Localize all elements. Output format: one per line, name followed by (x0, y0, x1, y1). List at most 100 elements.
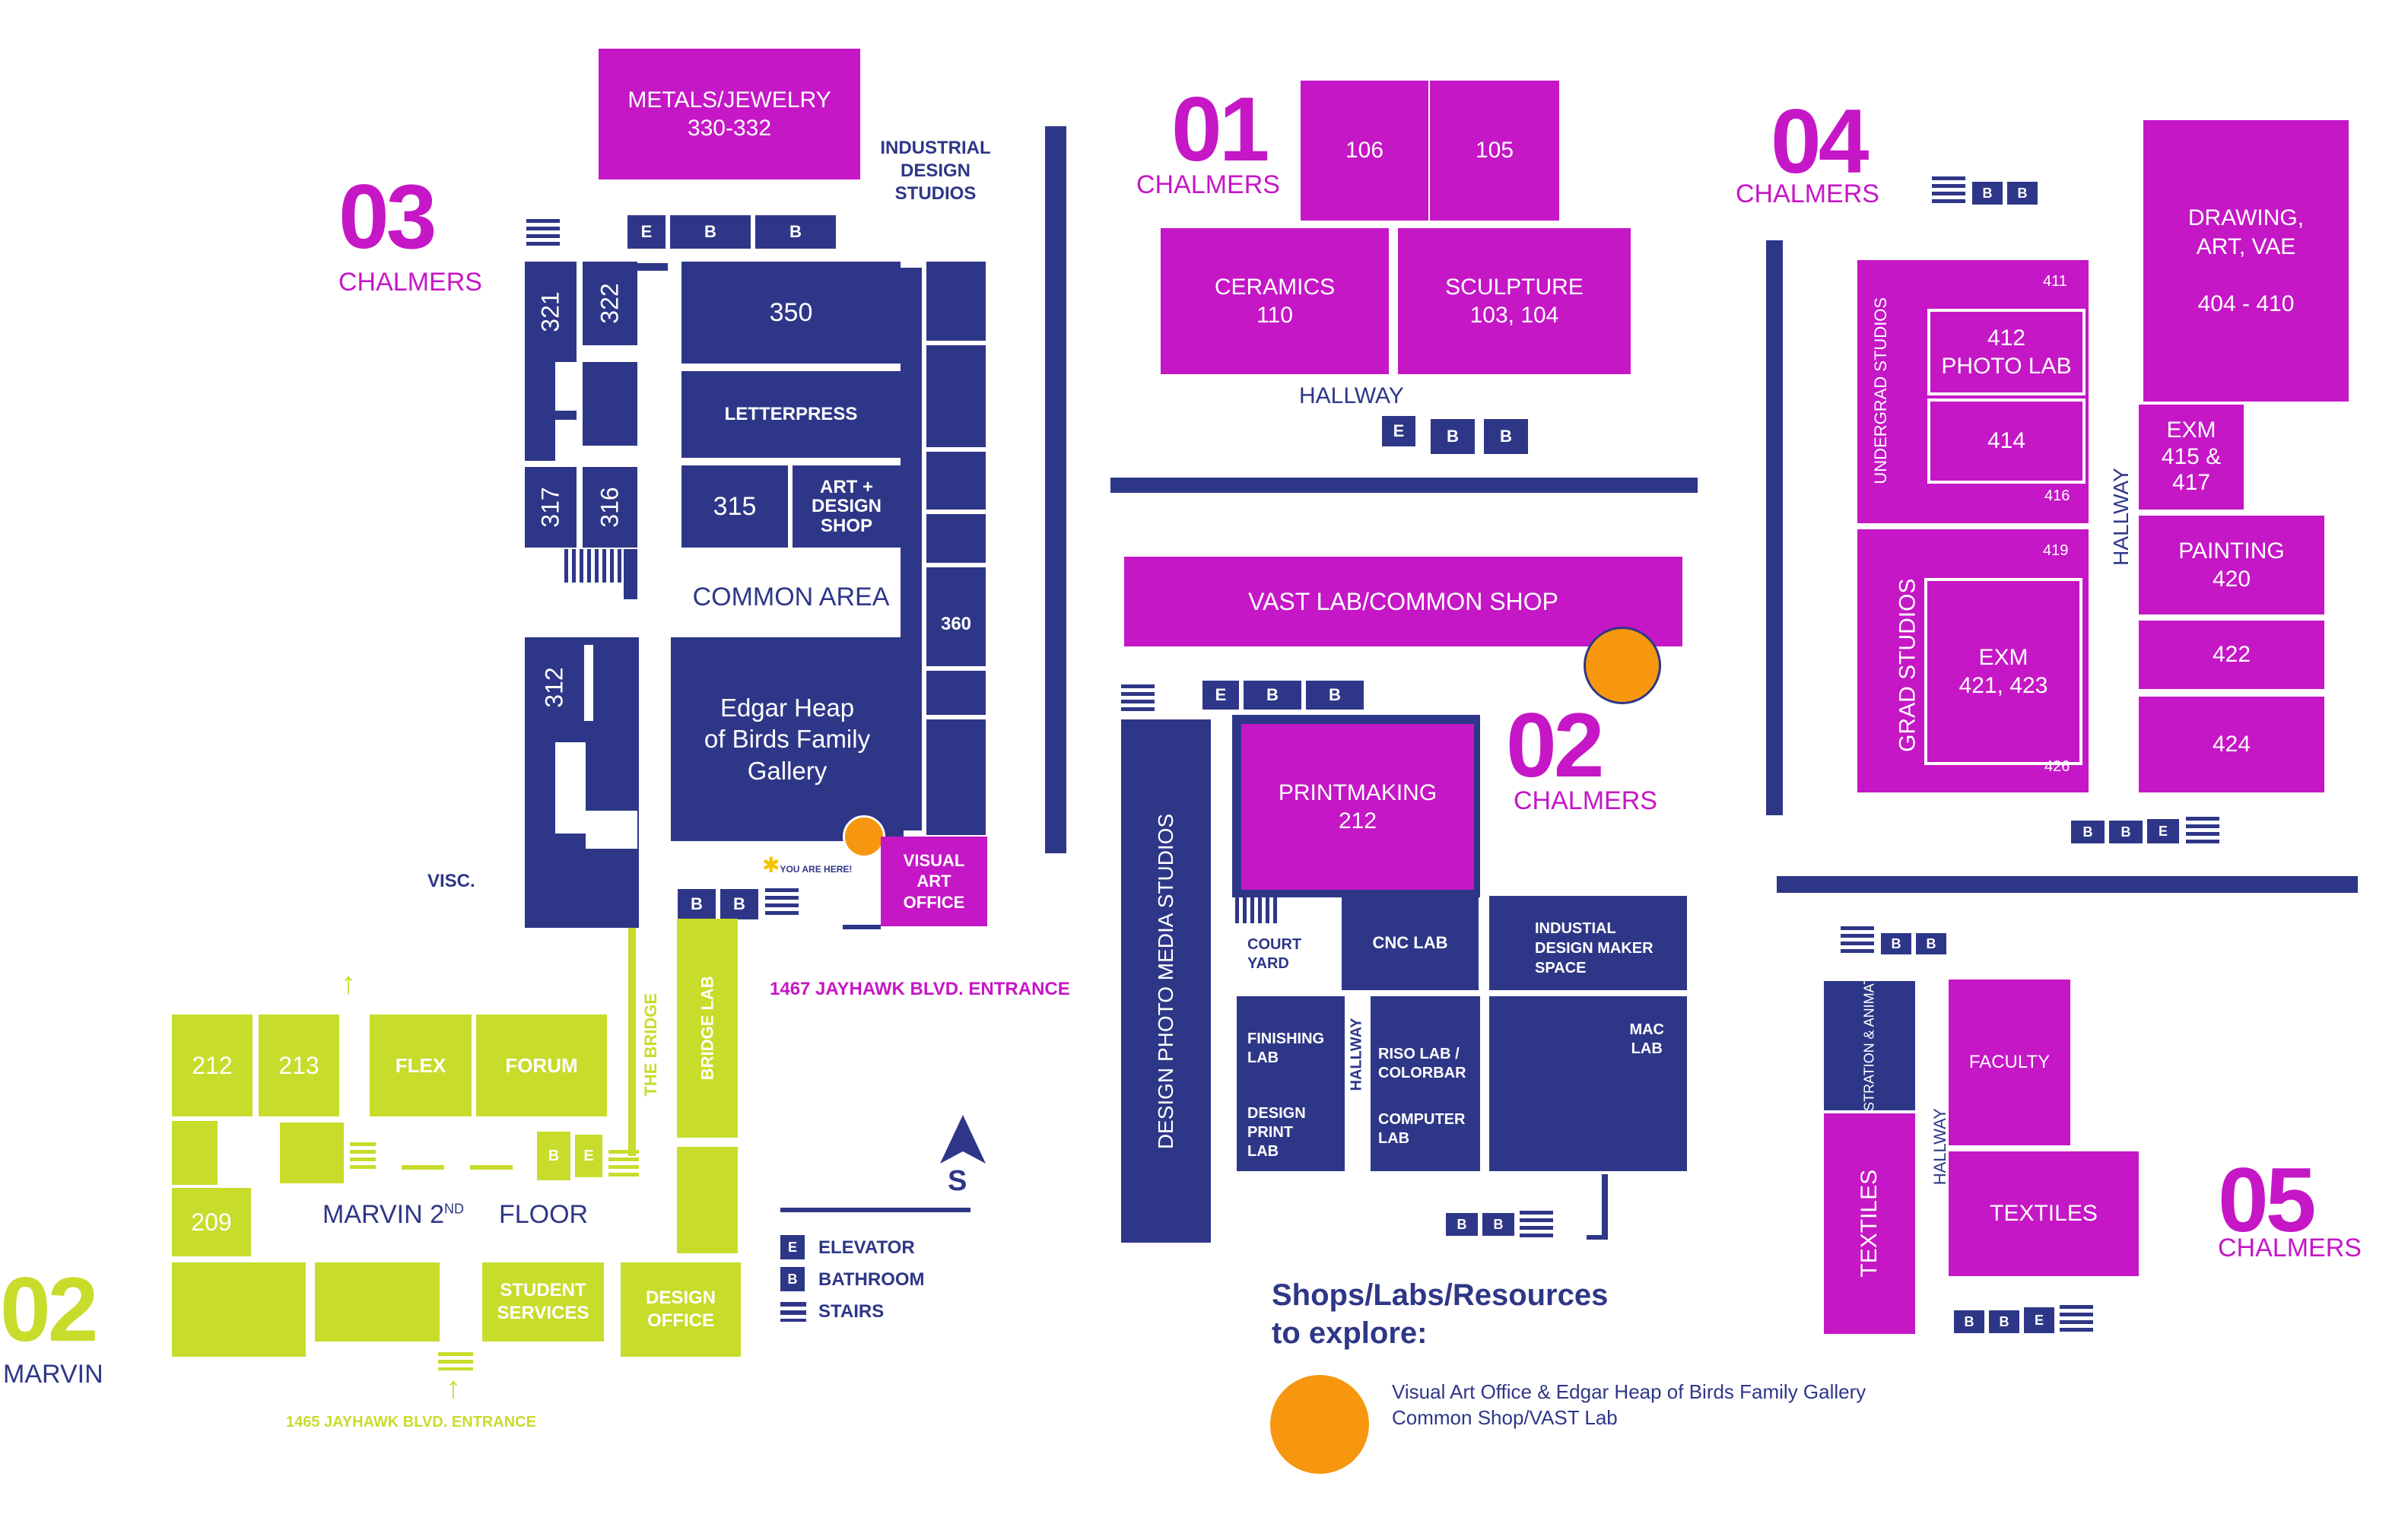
marvin-bottom-left[interactable] (172, 1262, 306, 1357)
room-printmaking[interactable]: PRINTMAKING 212 (1241, 724, 1474, 890)
room-316-label: 316 (596, 487, 624, 528)
wall (843, 925, 881, 929)
stairs-icon (1121, 684, 1155, 715)
resources-title: Shops/Labs/Resources to explore: (1272, 1278, 1609, 1350)
room-424[interactable]: 424 (2139, 697, 2324, 792)
room-metals-jewelry[interactable]: METALS/JEWELRY 330-332 (599, 49, 860, 179)
room-321[interactable]: 321 (525, 262, 577, 362)
bathroom-icon: B (1482, 417, 1530, 456)
stairs-icon (2186, 817, 2219, 847)
wall (628, 928, 636, 1156)
room-textiles-vertical[interactable]: TEXTILES (1824, 1113, 1915, 1334)
room-textiles[interactable]: TEXTILES (1949, 1151, 2139, 1276)
wall (1777, 876, 2358, 893)
room-painting-420[interactable]: PAINTING 420 (2139, 516, 2324, 614)
room-sculpture[interactable]: SCULPTURE 103, 104 (1398, 228, 1631, 374)
room-316[interactable]: 316 (583, 467, 637, 548)
undergrad-label: UNDERGRAD STUDIOS (1871, 297, 1891, 484)
room-419-label: 419 (2043, 542, 2069, 559)
room-vast-lab-common-shop[interactable]: VAST LAB/COMMON SHOP (1124, 557, 1682, 646)
building-03-name: CHALMERS (338, 268, 482, 297)
marvin-design-office[interactable]: DESIGN OFFICE (621, 1262, 741, 1357)
the-bridge-label: THE BRIDGE (641, 992, 661, 1097)
room-drawing-art-vae[interactable]: DRAWING, ART, VAE 404 - 410 (2143, 120, 2349, 402)
room-faculty[interactable]: FACULTY (1949, 980, 2070, 1145)
legend-elevator-icon: E (780, 1235, 805, 1259)
room-art-design-shop[interactable]: ART + DESIGN SHOP (793, 465, 901, 548)
room-illustration-animation[interactable]: ILLUSTRATION & ANIMATION (1824, 951, 1915, 1140)
legend-elevator-label: ELEVATOR (818, 1237, 915, 1258)
room-cnc-lab[interactable]: CNC LAB (1342, 896, 1479, 990)
label-common-area: COMMON AREA (692, 583, 890, 611)
room-414[interactable]: 414 (1927, 399, 2086, 484)
room-exm-421-423[interactable]: EXM 421, 423 (1924, 578, 2082, 765)
room-unlabeled[interactable] (583, 362, 637, 446)
wall-divider (926, 510, 986, 514)
room-322-label: 322 (596, 283, 624, 324)
illustration-label: ILLUSTRATION & ANIMATION (1861, 951, 1877, 1140)
gallery[interactable]: Edgar Heap of Birds Family Gallery (671, 637, 904, 841)
wall (525, 411, 577, 420)
legend-bathroom-icon: B (780, 1267, 805, 1291)
stairs-icon (1841, 926, 1874, 957)
room-ceramics[interactable]: CERAMICS 110 (1161, 228, 1389, 374)
marvin-room-flex[interactable]: FLEX (370, 1015, 472, 1116)
stairs-icon (2060, 1305, 2093, 1335)
entrance-1467-label: 1467 JAYHAWK BLVD. ENTRANCE (770, 979, 1070, 999)
room-riso-lab[interactable]: RISO LAB / COLORBAR (1371, 996, 1480, 1171)
marvin-room-213[interactable]: 213 (259, 1015, 339, 1116)
room-315[interactable]: 315 (681, 465, 788, 548)
marvin-room-209[interactable]: 209 (172, 1188, 251, 1256)
marvin-room-212[interactable]: 212 (172, 1015, 253, 1116)
marvin-bottom-mid[interactable] (315, 1262, 440, 1342)
building-01-name: CHALMERS (1136, 170, 1280, 199)
room-317-label: 317 (536, 487, 564, 528)
elevator-icon: E (625, 213, 668, 251)
resources-line-2: Common Shop/VAST Lab (1392, 1406, 1618, 1429)
room-finishing-lab[interactable]: FINISHING LAB (1237, 996, 1345, 1171)
room-exm-415-417[interactable]: EXM 415 & 417 (2139, 405, 2244, 510)
marvin-student-services[interactable]: STUDENT SERVICES (482, 1262, 604, 1342)
wall (402, 1165, 444, 1170)
room-422[interactable]: 422 (2139, 621, 2324, 689)
resources-line-1: Visual Art Office & Edgar Heap of Birds … (1392, 1380, 1866, 1403)
marvin-left-block[interactable] (172, 1121, 218, 1185)
room-416-label: 416 (2044, 487, 2070, 504)
room-106[interactable]: 106 (1301, 81, 1428, 221)
maker-space-label: INDUSTIAL DESIGN MAKER SPACE (1535, 920, 1654, 976)
room-317[interactable]: 317 (525, 467, 577, 548)
room-mac-lab[interactable]: MAC LAB (1489, 996, 1687, 1171)
orange-resource-dot (843, 815, 885, 858)
marvin-small-room[interactable] (280, 1122, 344, 1183)
stairs-icon (1235, 897, 1278, 923)
room-350[interactable]: 350 (681, 262, 901, 364)
room-105[interactable]: 105 (1430, 81, 1559, 221)
room-360-corridor[interactable] (926, 262, 986, 835)
courtyard-label: COURT YARD (1247, 936, 1302, 972)
finishing-lab-label: FINISHING LAB (1247, 1030, 1325, 1066)
stairs-icon (1932, 176, 1965, 207)
room-visual-art-office[interactable]: VISUAL ART OFFICE (881, 837, 987, 926)
bathroom-icon: B (1914, 931, 1949, 957)
wall (624, 549, 637, 599)
wall (470, 1165, 513, 1170)
marvin-bridge-lab[interactable]: BRIDGE LAB (677, 919, 738, 1138)
wall-divider (926, 341, 986, 345)
hallway-05-label: HALLWAY (1930, 1108, 1949, 1186)
marvin-right-corridor[interactable] (677, 1147, 738, 1253)
label-hallway-01: HALLWAY (1299, 383, 1404, 408)
room-letterpress[interactable]: LETTERPRESS (681, 371, 901, 458)
design-photo-media-studios[interactable]: DESIGN PHOTO MEDIA STUDIOS (1121, 719, 1211, 1243)
marvin-02-number: 02 (0, 1259, 98, 1361)
legend-stairs-label: STAIRS (818, 1301, 885, 1322)
compass-arrow-icon (940, 1115, 986, 1164)
room-322[interactable]: 322 (583, 262, 637, 345)
bathroom-icon: B (2107, 818, 2145, 846)
room-412-photo-lab[interactable]: 412 PHOTO LAB (1927, 309, 2086, 395)
compass-label: S (948, 1165, 967, 1197)
elevator-icon: E (2145, 817, 2181, 846)
bathroom-icon: B (718, 887, 761, 922)
room-industrial-design-maker-space[interactable]: INDUSTIAL DESIGN MAKER SPACE (1489, 896, 1687, 990)
marvin-room-forum[interactable]: FORUM (476, 1015, 607, 1116)
